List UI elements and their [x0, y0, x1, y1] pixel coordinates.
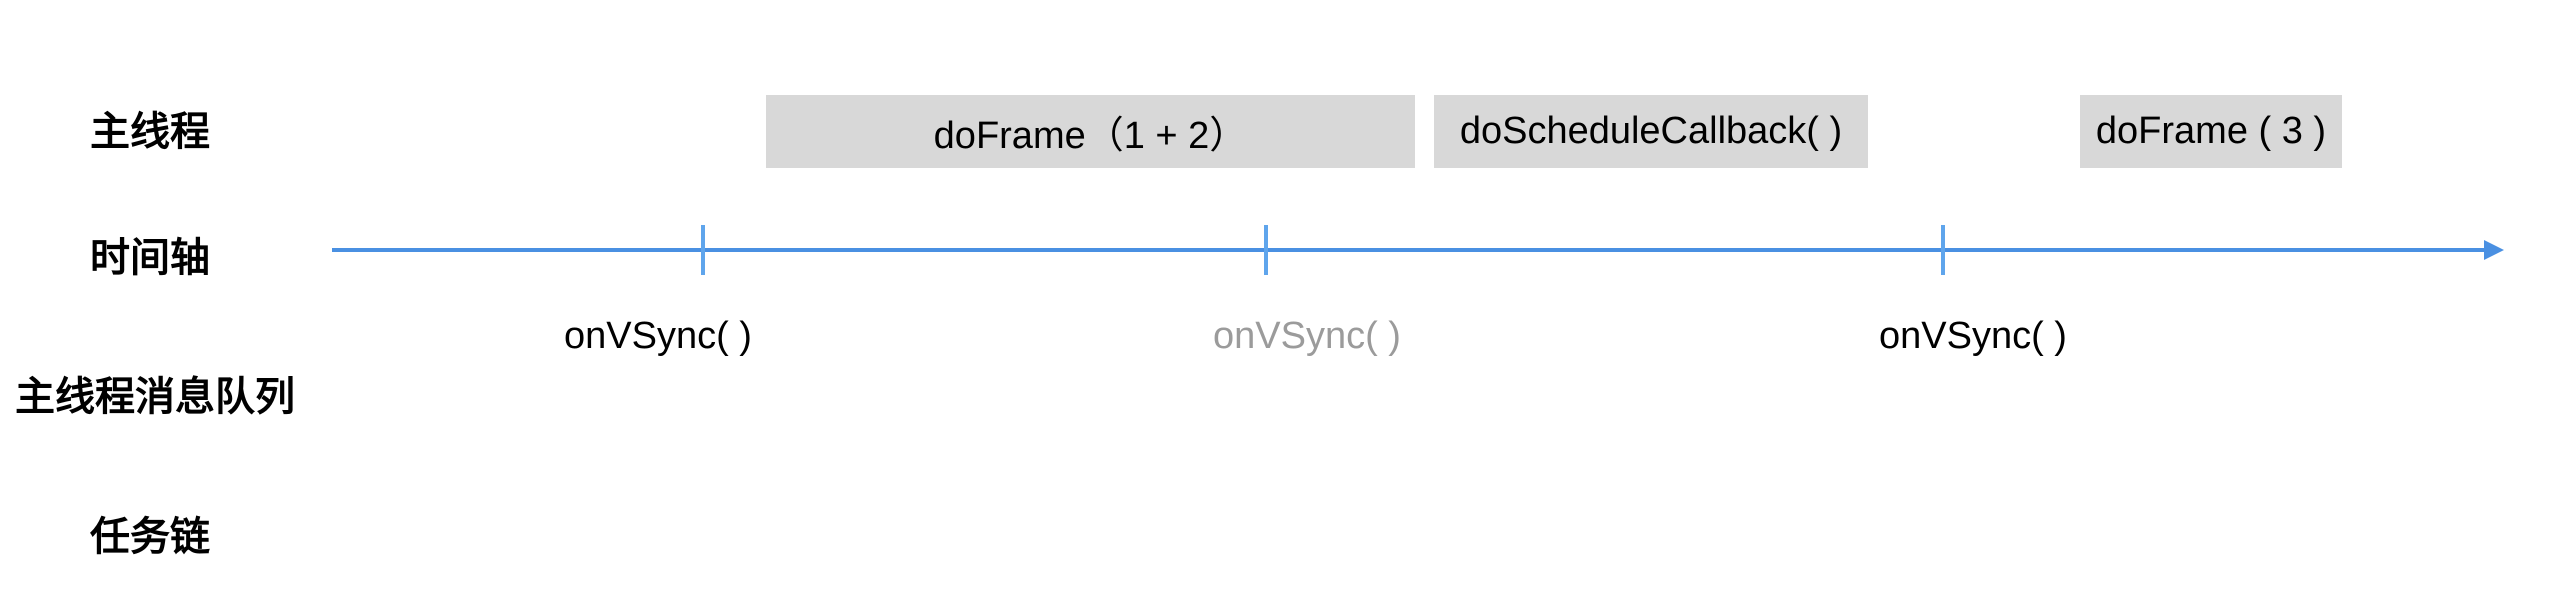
main-thread-block: doScheduleCallback( ) [1434, 95, 1868, 168]
vsync-label: onVSync( ) [1213, 315, 1401, 357]
vsync-label: onVSync( ) [564, 315, 752, 357]
vsync-label: onVSync( ) [1879, 315, 2067, 357]
vsync-tick [701, 225, 705, 275]
row-label-timeline: 时间轴 [90, 236, 210, 280]
main-thread-block: doFrame ( 3 ) [2080, 95, 2342, 168]
timeline-axis-line [332, 248, 2486, 252]
row-label-message-queue: 主线程消息队列 [15, 375, 295, 419]
main-thread-block: doFrame（1 + 2） [766, 95, 1415, 168]
row-label-task-chain: 任务链 [90, 515, 210, 559]
row-label-main-thread: 主线程 [90, 110, 210, 154]
arrow-right-icon [2484, 240, 2504, 260]
vsync-tick [1941, 225, 1945, 275]
vsync-tick [1264, 225, 1268, 275]
